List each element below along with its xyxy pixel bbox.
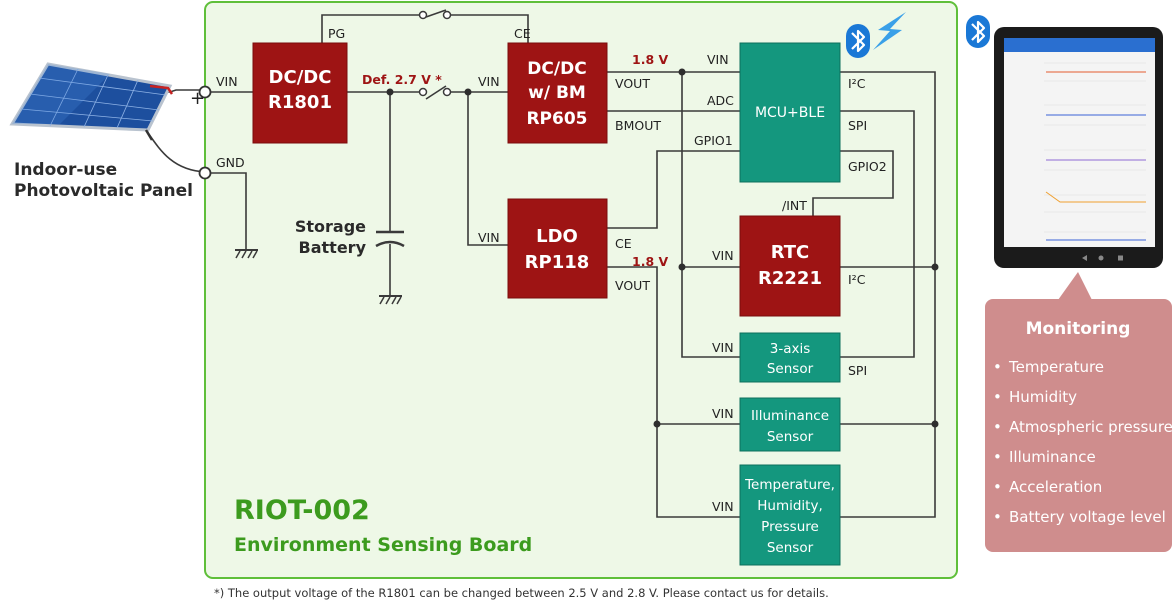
mcu-spi-pin: SPI [848, 118, 867, 133]
vin-terminal [198, 85, 212, 99]
r1801-pg-pin: PG [328, 26, 345, 41]
storage-battery-label-line2: Battery [299, 238, 367, 257]
mcu-vin-pin: VIN [707, 52, 729, 67]
monitoring-item: Atmospheric pressure [1009, 418, 1173, 436]
gnd-terminal [198, 166, 212, 180]
monitoring-bullet: • [993, 388, 1002, 406]
dcdc-rp605-line3: RP605 [526, 109, 587, 129]
mcu-ble-label: MCU+BLE [755, 105, 825, 121]
ldo-rp118-line2: RP118 [525, 252, 590, 273]
mcu-gpio1-pin: GPIO1 [694, 133, 733, 148]
monitoring-item: Acceleration [1009, 478, 1102, 496]
ldo-rp118-line1: LDO [536, 226, 578, 247]
ldo-output-voltage: 1.8 V [632, 254, 668, 269]
monitoring-item: Battery voltage level [1009, 508, 1166, 526]
ldo-vout-pin: VOUT [615, 278, 650, 293]
monitoring-item: Temperature [1008, 358, 1104, 376]
footnote: *) The output voltage of the R1801 can b… [214, 586, 829, 600]
mcu-gpio2-pin: GPIO2 [848, 159, 887, 174]
rp605-ce-pin: CE [514, 26, 531, 41]
illuminance-vin-pin: VIN [712, 406, 734, 421]
junction-dots [386, 68, 939, 428]
illuminance-line1: Illuminance [751, 408, 829, 424]
ground-icon [379, 295, 402, 305]
rp605-vout-pin: VOUT [615, 76, 650, 91]
monitoring-bullet: • [993, 418, 1002, 436]
wiring [145, 9, 936, 518]
dcdc-rp605-line2: w/ BM [528, 83, 586, 103]
ldo-vin-pin: VIN [478, 230, 500, 245]
rp605-bmout-pin: BMOUT [615, 118, 661, 133]
rp605-output-voltage: 1.8 V [632, 52, 668, 67]
dcdc-r1801-line2: R1801 [268, 92, 332, 113]
board-subtitle: Environment Sensing Board [234, 534, 532, 556]
rtc-line2: R2221 [758, 268, 822, 289]
three-axis-spi-pin: SPI [848, 363, 867, 378]
bluetooth-icon [846, 24, 870, 58]
monitoring-callout [985, 272, 1172, 552]
rtc-int-pin: /INT [782, 198, 807, 213]
monitoring-list: • Temperature • Humidity • Atmospheric p… [993, 358, 1173, 526]
env-sensor-vin-pin: VIN [712, 499, 734, 514]
mcu-i2c-pin: I²C [848, 76, 866, 91]
ground-icon [235, 249, 258, 259]
illuminance-line2: Sensor [767, 429, 814, 445]
monitoring-bullet: • [993, 478, 1002, 496]
monitoring-title: Monitoring [1026, 319, 1131, 339]
panel-label-line2: Photovoltaic Panel [14, 181, 193, 201]
env-sensor-line2: Humidity, [757, 498, 823, 514]
monitoring-bullet: • [993, 358, 1002, 376]
solar-panel-image [9, 62, 174, 141]
dcdc-rp605-line1: DC/DC [527, 59, 586, 79]
mcu-adc-pin: ADC [707, 93, 734, 108]
env-sensor-block [739, 464, 841, 566]
monitoring-item: Humidity [1009, 388, 1077, 406]
rp605-vin-pin: VIN [478, 74, 500, 89]
three-axis-vin-pin: VIN [712, 340, 734, 355]
tablet-image [994, 27, 1163, 268]
r1801-vin-pin: VIN [216, 74, 238, 89]
dcdc-r1801-block [252, 42, 348, 144]
three-axis-line2: Sensor [767, 361, 814, 377]
bluetooth-icon [966, 15, 990, 48]
mcu-ble-block [739, 42, 841, 183]
env-sensor-line1: Temperature, [744, 477, 835, 493]
lightning-icon [873, 12, 906, 50]
ldo-rp118-block [507, 198, 608, 299]
monitoring-bullet: • [993, 508, 1002, 526]
env-sensor-line3: Pressure [761, 519, 819, 535]
rtc-vin-pin: VIN [712, 248, 734, 263]
storage-battery-symbol [375, 230, 405, 248]
illuminance-sensor-block [739, 397, 841, 452]
panel-plus-sign: + [190, 88, 205, 109]
rtc-i2c-pin: I²C [848, 272, 866, 287]
panel-label-line1: Indoor-use [14, 160, 117, 180]
board-title: RIOT-002 [234, 495, 370, 526]
three-axis-sensor-block [739, 332, 841, 383]
r1801-output-voltage: Def. 2.7 V * [362, 72, 442, 87]
gnd-pin: GND [216, 155, 245, 170]
storage-battery-label-line1: Storage [295, 217, 366, 236]
three-axis-line1: 3-axis [770, 341, 811, 357]
dcdc-rp605-block [507, 42, 608, 144]
env-sensor-line4: Sensor [767, 540, 814, 556]
switch-icon [418, 10, 452, 97]
rtc-line1: RTC [771, 242, 810, 263]
ldo-ce-pin: CE [615, 236, 632, 251]
rtc-r2221-block [739, 215, 841, 317]
monitoring-bullet: • [993, 448, 1002, 466]
dcdc-r1801-line1: DC/DC [269, 67, 332, 88]
monitoring-item: Illuminance [1009, 448, 1096, 466]
